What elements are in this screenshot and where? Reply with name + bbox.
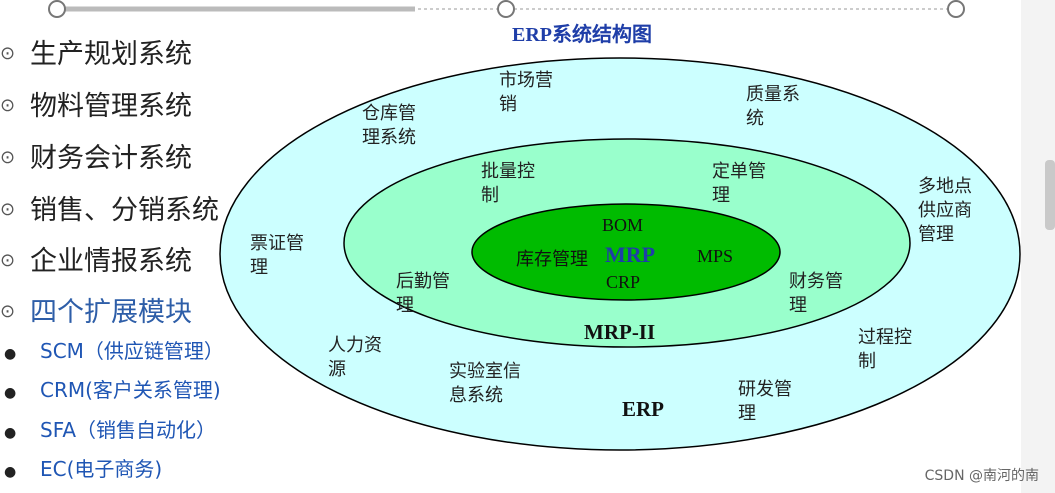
mrp2-label: MRP-II [584, 320, 656, 344]
diagram-title: ERP系统结构图 [512, 24, 652, 46]
bullet-icon: ⊙ [0, 250, 16, 271]
extension-item: ●SCM（供应链管理） [0, 335, 224, 364]
system-item: ⊙财务会计系统 [0, 143, 192, 174]
outer-label: 市场营 销 [499, 70, 553, 114]
system-item: ⊙生产规划系统 [0, 39, 192, 70]
extension-heading: ⊙四个扩展模块 [0, 297, 192, 328]
extension-item: ●CRM(客户关系管理) [0, 374, 221, 403]
bullet-icon: ⊙ [0, 147, 16, 168]
outer-label: 研发管 理 [738, 379, 792, 423]
core-item-bom: BOM [602, 215, 644, 235]
system-item: ⊙物料管理系统 [0, 91, 192, 122]
outer-label: 人力资 源 [328, 335, 382, 379]
outer-label: 实验室信 息系统 [449, 361, 521, 405]
mrp-ellipse [471, 203, 781, 301]
dot-icon: ● [4, 425, 17, 441]
dot-icon: ● [4, 385, 17, 401]
system-item: ⊙企业情报系统 [0, 246, 192, 277]
core-item-inventory: 库存管理 [516, 249, 588, 269]
watermark: CSDN @南河的南 [924, 468, 1039, 484]
outer-label: 质量系 统 [746, 84, 800, 128]
mrp-label: MRP [605, 242, 656, 267]
system-item: ⊙销售、分销系统 [0, 195, 219, 226]
scrollbar-thumb[interactable] [1045, 160, 1055, 230]
erp-label: ERP [622, 397, 664, 421]
dot-icon: ● [4, 346, 17, 362]
bullet-icon: ⊙ [0, 43, 16, 64]
resize-handle-left[interactable] [48, 0, 66, 18]
outer-label: 过程控 制 [858, 327, 912, 371]
resize-handle-center[interactable] [497, 0, 515, 18]
outer-label: 仓库管 理系统 [362, 103, 416, 147]
middle-label: 定单管 理 [712, 161, 766, 205]
vertical-scrollbar[interactable] [1021, 0, 1055, 493]
outer-label: 多地点 供应商 管理 [918, 176, 972, 244]
resize-handle-right[interactable] [947, 0, 965, 18]
middle-label: 批量控 制 [481, 161, 535, 205]
middle-label: 后勤管 理 [396, 271, 450, 315]
extension-item: ●EC(电子商务) [0, 453, 162, 482]
core-item-crp: CRP [606, 272, 641, 292]
extension-item: ●SFA（销售自动化） [0, 414, 216, 443]
outer-label: 票证管 理 [250, 233, 304, 277]
bullet-icon: ⊙ [0, 199, 16, 220]
middle-label: 财务管 理 [789, 271, 843, 315]
bullet-icon: ⊙ [0, 301, 16, 322]
bullet-icon: ⊙ [0, 95, 16, 116]
dot-icon: ● [4, 464, 17, 480]
core-item-mps: MPS [697, 246, 734, 266]
